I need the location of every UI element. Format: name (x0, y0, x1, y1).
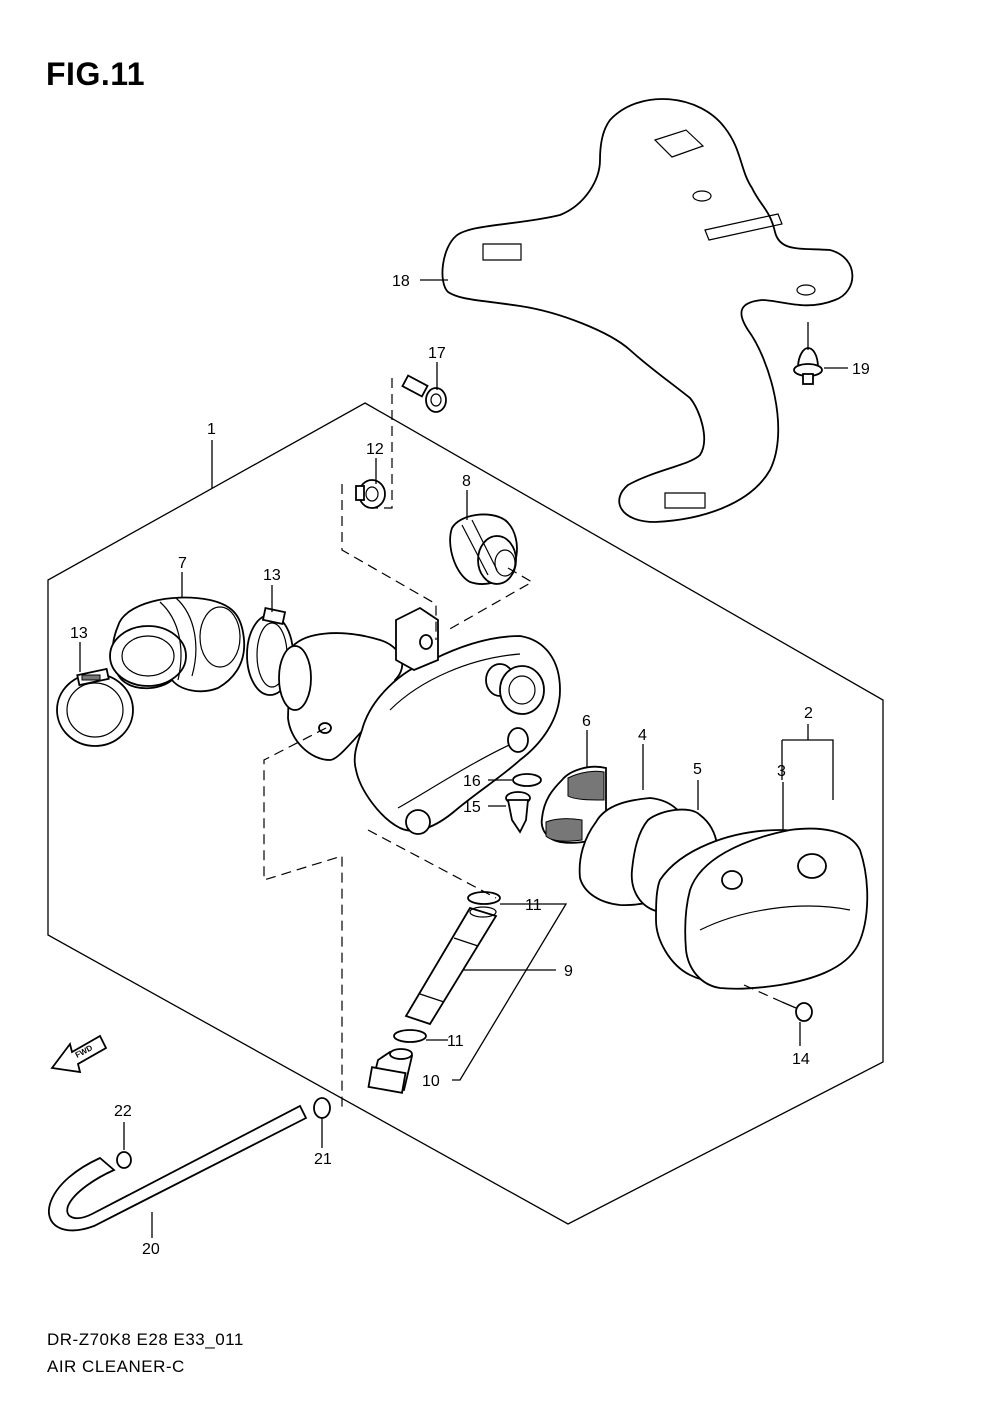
callout-9: 9 (564, 963, 573, 980)
cover-screw-14 (781, 1001, 813, 1022)
callout-13-left: 13 (70, 625, 88, 642)
callout-7: 7 (178, 555, 187, 572)
callout-10: 10 (422, 1073, 440, 1090)
guide-line-17-12 (372, 378, 393, 509)
hose-clip-11-lower (393, 1029, 427, 1043)
callout-12: 12 (366, 441, 384, 458)
drain-plug-10 (367, 1048, 414, 1094)
callout-17: 17 (428, 345, 446, 362)
hose-clamp-13-left (56, 667, 134, 747)
grommet-12 (355, 479, 386, 509)
drain-hose-9 (404, 906, 498, 1026)
callout-5: 5 (693, 761, 702, 778)
guide-line-case-hose2 (367, 829, 497, 899)
callout-13-right: 13 (263, 567, 281, 584)
callout-18: 18 (392, 273, 410, 290)
leader-lines (79, 279, 848, 1238)
o-ring-16 (512, 773, 542, 787)
callout-1: 1 (207, 421, 216, 438)
air-cleaner-cover-2 (684, 827, 869, 990)
filter-mesh-6 (540, 765, 607, 844)
push-clip-19 (793, 347, 823, 385)
air-cleaner-case-1 (278, 606, 561, 835)
drain-plug-8 (449, 513, 518, 585)
model-code-caption: DR-Z70K8 E28 E33_011 (47, 1330, 244, 1349)
guide-line-case-hose (263, 727, 343, 1110)
callout-3: 3 (777, 763, 786, 780)
figure-title: FIG.11 (46, 56, 146, 92)
callout-14: 14 (792, 1051, 810, 1068)
callout-11-upper: 11 (525, 897, 542, 914)
callout-4: 4 (638, 727, 647, 744)
callout-22: 22 (114, 1103, 132, 1120)
hose-clip-21 (313, 1097, 331, 1119)
callout-20: 20 (142, 1241, 160, 1258)
assembly-name-caption: AIR CLEANER-C (47, 1357, 185, 1376)
hose-clip-22 (116, 1151, 132, 1169)
assembly-boundary (47, 402, 884, 1225)
screw-17 (401, 374, 447, 413)
callout-15: 15 (463, 799, 481, 816)
callout-16: 16 (463, 773, 481, 790)
callout-8: 8 (462, 473, 471, 490)
guide-line-cover-screw (743, 984, 783, 1003)
bracket-plate-18 (441, 98, 854, 523)
forward-direction-arrow: FWD (50, 1034, 108, 1074)
intake-boot-7 (109, 596, 245, 693)
breather-hose-20 (47, 1104, 308, 1232)
guide-line-8-case (447, 567, 534, 631)
guide-line-12-case (341, 484, 437, 640)
check-valve-15 (505, 791, 531, 834)
callout-19: 19 (852, 361, 870, 378)
callout-6: 6 (582, 713, 591, 730)
callout-11-lower: 11 (447, 1033, 464, 1050)
callout-2: 2 (804, 705, 813, 722)
callout-21: 21 (314, 1151, 332, 1168)
